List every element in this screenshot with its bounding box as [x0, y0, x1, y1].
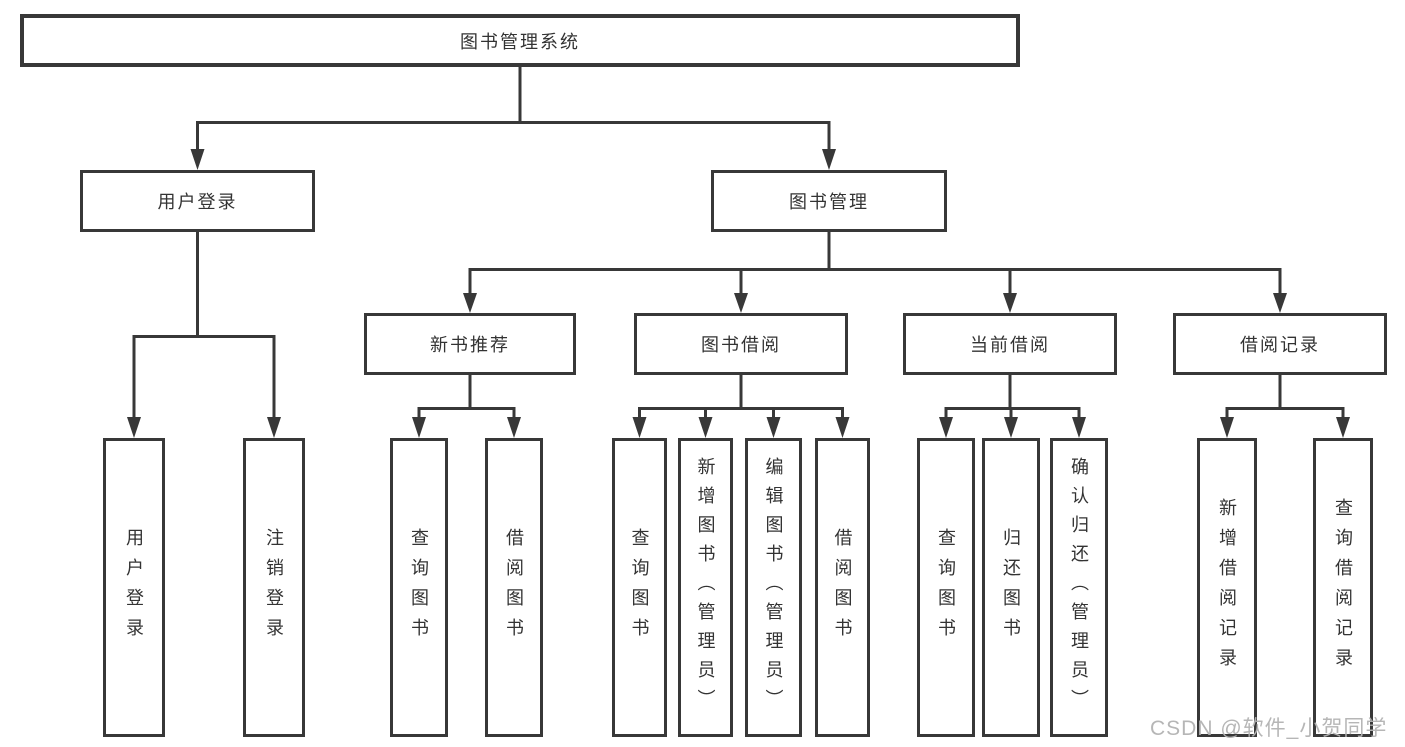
- node-label: 图书管理系统: [460, 31, 580, 52]
- node-label: 图书借阅: [701, 335, 781, 355]
- leaf-logout: 注销登录: [243, 438, 305, 737]
- node-label: 编辑图书（管理员）: [763, 457, 784, 718]
- node-label: 归还图书: [1001, 527, 1021, 648]
- leaf-add-books-admin: 新增图书（管理员）: [678, 438, 733, 737]
- node-label: 注销登录: [264, 527, 284, 648]
- node-label: 当前借阅: [970, 335, 1050, 355]
- node-current-borrow: 当前借阅: [903, 313, 1117, 375]
- node-label: 新增图书（管理员）: [695, 457, 716, 718]
- node-label: 借阅记录: [1240, 335, 1320, 355]
- node-label: 确认归还（管理员）: [1069, 457, 1089, 718]
- node-label: 查询图书: [936, 527, 956, 648]
- leaf-query-books-2: 查询图书: [612, 438, 667, 737]
- node-book-borrow: 图书借阅: [634, 313, 848, 375]
- leaf-query-books-3: 查询图书: [917, 438, 975, 737]
- node-label: 用户登录: [157, 192, 238, 212]
- node-label: 新增借阅记录: [1217, 497, 1237, 678]
- leaf-confirm-return-admin: 确认归还（管理员）: [1050, 438, 1108, 737]
- node-label: 查询图书: [629, 527, 650, 648]
- node-label: 新书推荐: [430, 335, 510, 355]
- leaf-borrow-books-1: 借阅图书: [485, 438, 543, 737]
- leaf-query-borrow-record: 查询借阅记录: [1313, 438, 1373, 737]
- node-new-book-recommend: 新书推荐: [364, 313, 576, 375]
- node-label: 用户登录: [124, 527, 144, 648]
- node-book-management: 图书管理: [711, 170, 947, 232]
- leaf-borrow-books-2: 借阅图书: [815, 438, 870, 737]
- leaf-edit-books-admin: 编辑图书（管理员）: [745, 438, 802, 737]
- node-borrow-record: 借阅记录: [1173, 313, 1387, 375]
- node-label: 借阅图书: [504, 527, 524, 648]
- node-label: 图书管理: [789, 192, 869, 212]
- node-system-root: 图书管理系统: [20, 14, 1020, 67]
- leaf-query-books-1: 查询图书: [390, 438, 448, 737]
- node-label: 借阅图书: [832, 527, 853, 648]
- leaf-add-borrow-record: 新增借阅记录: [1197, 438, 1257, 737]
- leaf-return-books: 归还图书: [982, 438, 1040, 737]
- leaf-user-login: 用户登录: [103, 438, 165, 737]
- node-label: 查询图书: [409, 527, 429, 648]
- node-user-login: 用户登录: [80, 170, 315, 232]
- csdn-watermark: CSDN @软件_小贺同学: [1150, 717, 1388, 740]
- node-label: 查询借阅记录: [1333, 497, 1353, 678]
